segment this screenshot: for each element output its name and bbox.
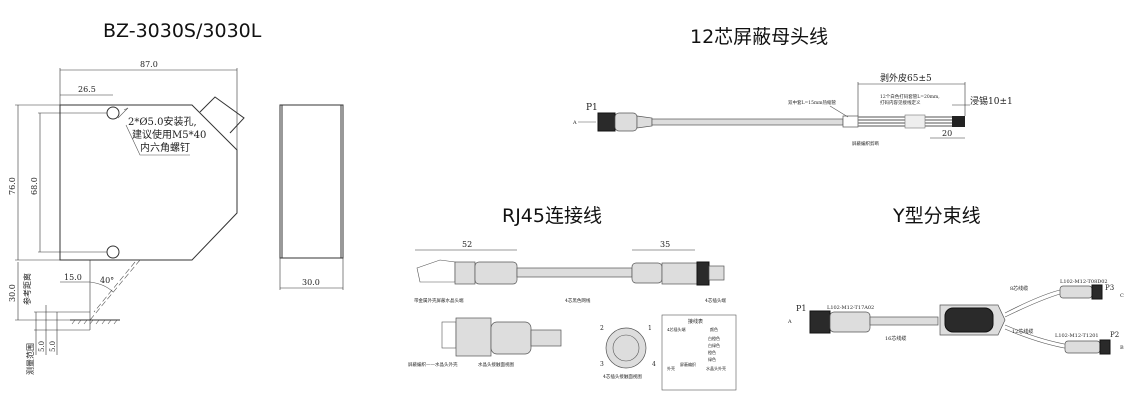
mount-note-1: 2*Ø5.0安装孔,: [128, 115, 197, 128]
dim-20: 20: [942, 129, 952, 138]
y-a: A: [787, 319, 792, 325]
range-label: 测量范围: [25, 343, 35, 375]
dim-hole-spacing: 68.0: [30, 177, 39, 195]
y-main-cable: 16芯线缆: [885, 335, 906, 342]
wiring-row: 橙色: [708, 349, 716, 355]
y-p1: P1: [796, 304, 806, 313]
dim-range-b: 5.0: [49, 341, 57, 352]
strip-dim: 剥外皮65±5: [880, 72, 932, 84]
dim-ref-distance: 30.0: [8, 284, 17, 302]
shield-note: 屏蔽编织剪断: [852, 140, 879, 147]
dim-width: 87.0: [140, 60, 158, 69]
rj45-face-label: 水晶头接触面视图: [478, 361, 514, 368]
dim-hole-offset: 26.5: [78, 85, 96, 94]
rj45-drawing: 52 35 带金属外壳屏蔽水晶头端 4芯黑色网线 4芯插头端 屏蔽编织——水晶头…: [408, 240, 737, 391]
sensor-side-view: 30.0: [279, 104, 344, 290]
mount-hole-top: [106, 106, 120, 120]
wiring-row: 白橙色: [708, 335, 720, 341]
pin-2: 2: [600, 325, 604, 332]
ref-distance-label: 参考距离: [22, 273, 32, 305]
rj45-end-label: 带金属外壳屏蔽水晶头端: [414, 297, 464, 304]
tin-dim: 浸锡10±1: [970, 96, 1013, 107]
dim-range-a: 5.0: [38, 341, 46, 352]
ysplit-drawing: P1 A L102-M12-T17A02 16芯线缆 8芯线缆 L102-M12…: [787, 279, 1124, 355]
mount-note-3: 内六角螺钉: [140, 141, 190, 154]
wiring-shell: 外壳: [667, 365, 675, 371]
wiring-table: [661, 314, 737, 391]
pin-1: 1: [648, 325, 652, 332]
wiring-row: 白绿色: [708, 342, 720, 348]
y-p2: P2: [1110, 331, 1119, 339]
sensor-connector: [199, 96, 245, 134]
a-label: A: [572, 120, 577, 126]
marking-note-1: 12个白色打码套管L=20mm,: [880, 93, 940, 100]
y-p3-part: L102-M12-T08D02: [1060, 279, 1108, 285]
dim-angle: 40°: [100, 276, 114, 285]
dim-height: 76.0: [8, 177, 17, 195]
heatshrink-note: 双中套L=15mm热缩管: [788, 99, 837, 106]
y-branch8: 8芯线缆: [1010, 285, 1028, 292]
mount-note-2: 建议使用M5*40: [132, 128, 206, 141]
p1-label: P1: [586, 103, 598, 113]
y-branch12: 12芯线缆: [1012, 328, 1033, 335]
cable12-title: 12芯屏蔽母头线: [690, 26, 829, 48]
wiring-shield: 屏蔽编织: [680, 361, 696, 367]
rj45-title: RJ45连接线: [502, 205, 602, 227]
marking-note-2: 打码内容见接线定义: [880, 99, 921, 106]
wiring-col2: 颜色: [710, 326, 718, 332]
wiring-title: 接线表: [688, 318, 703, 325]
dim-52: 52: [462, 240, 472, 249]
cable12-drawing: P1 A 剥外皮65±5 浸锡10±1 20 双中套L=15mm热缩管 12个白…: [572, 72, 1013, 147]
m12-face-label: 4芯插头接触面视图: [603, 373, 642, 380]
wiring-row: 绿色: [708, 356, 716, 362]
ysplit-title: Y型分束线: [893, 205, 981, 227]
wiring-shell-to: 水晶头外壳: [706, 365, 726, 371]
dim-beam-offset: 15.0: [64, 273, 82, 282]
pin-3: 3: [600, 361, 604, 368]
pin-4: 4: [652, 361, 656, 368]
y-p1-part: L102-M12-T17A02: [827, 305, 874, 311]
dim-35: 35: [660, 240, 670, 249]
m12-end-label: 4芯插头端: [705, 297, 726, 304]
y-c: C: [1120, 293, 1124, 299]
y-p3: P3: [1105, 284, 1114, 292]
y-b: B: [1120, 345, 1124, 351]
shield-wiring-note: 屏蔽编织——水晶头外壳: [408, 361, 458, 368]
mount-hole-bottom: [106, 245, 120, 259]
sensor-front-view: 87.0 26.5 76.0 68.0 2*Ø5.0安装孔, 建议使用M5*40…: [8, 60, 245, 375]
wiring-col1: 4芯插头端: [667, 326, 686, 332]
dim-depth: 30.0: [302, 278, 320, 287]
sensor-title: BZ-3030S/3030L: [103, 20, 262, 42]
y-p2-part: L102-M12-T1201: [1055, 333, 1099, 339]
cable-label: 4芯黑色网线: [565, 297, 591, 304]
